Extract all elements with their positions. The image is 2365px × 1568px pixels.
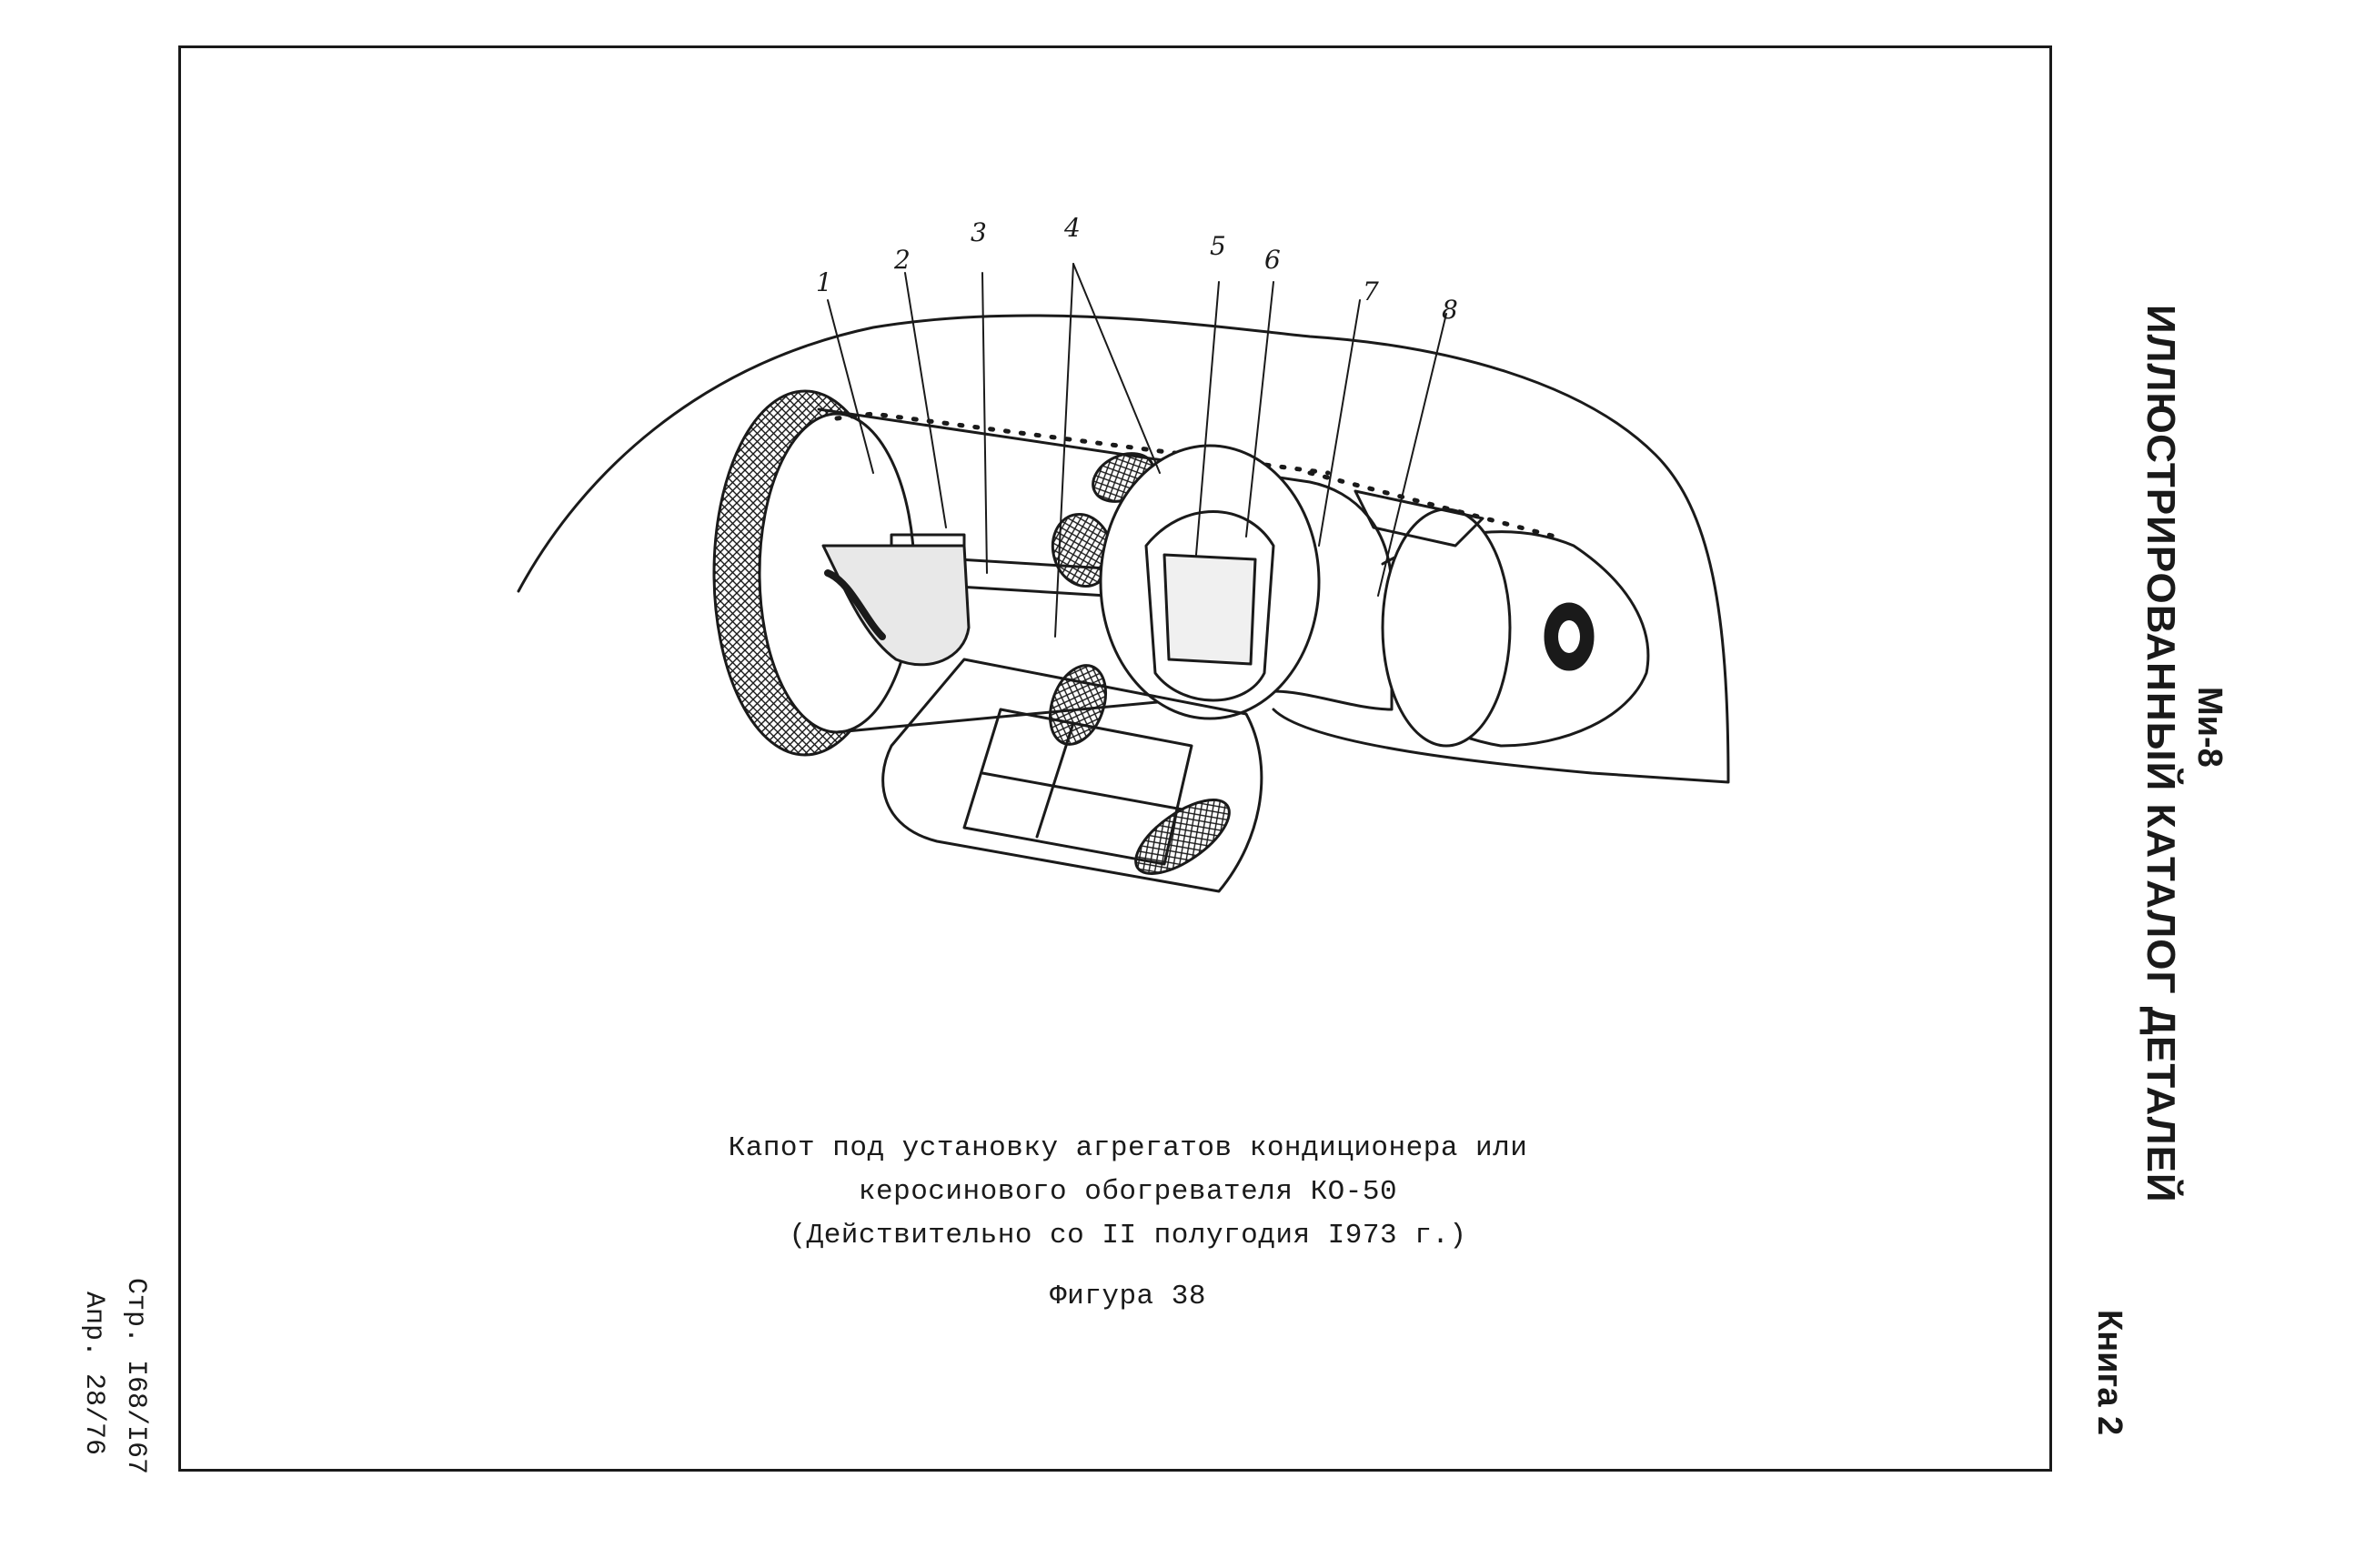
figure-label: Фигура 38	[1050, 1281, 1206, 1312]
revision-date: Апр. 28/76	[78, 1292, 109, 1456]
callout-1: 1	[816, 267, 832, 297]
callout-7: 7	[1363, 276, 1379, 307]
caption-line-1: Капот под установку агрегатов кондиционе…	[728, 1132, 1528, 1164]
callout-4: 4	[1063, 213, 1081, 243]
callout-8: 8	[1442, 295, 1458, 325]
model-title: Ми-8	[2190, 687, 2229, 768]
vent-lower-1	[1049, 664, 1107, 746]
lower-hatch	[881, 658, 1263, 893]
page-number: Стр. I68/I67	[120, 1278, 151, 1475]
callout-6: 6	[1264, 245, 1281, 275]
page-frame	[178, 45, 2052, 1472]
cowling-illustration: 1 2 3 4 5 6 7 8	[517, 213, 1730, 893]
caption-line-2: керосинового обогревателя КО-50	[858, 1176, 1398, 1208]
callout-5: 5	[1210, 231, 1226, 261]
callout-2: 2	[893, 245, 911, 275]
catalog-title: ИЛЛЮСТРИРОВАННЫЙ КАТАЛОГ ДЕТАЛЕЙ	[2139, 305, 2183, 1203]
vent-lower-2	[1134, 799, 1231, 875]
fuselage-outline	[517, 314, 1730, 784]
callout-3: 3	[971, 217, 987, 247]
caption-line-3: (Действительно со II полугодия I973 г.)	[789, 1220, 1467, 1251]
book-label: Книга 2	[2090, 1310, 2128, 1436]
